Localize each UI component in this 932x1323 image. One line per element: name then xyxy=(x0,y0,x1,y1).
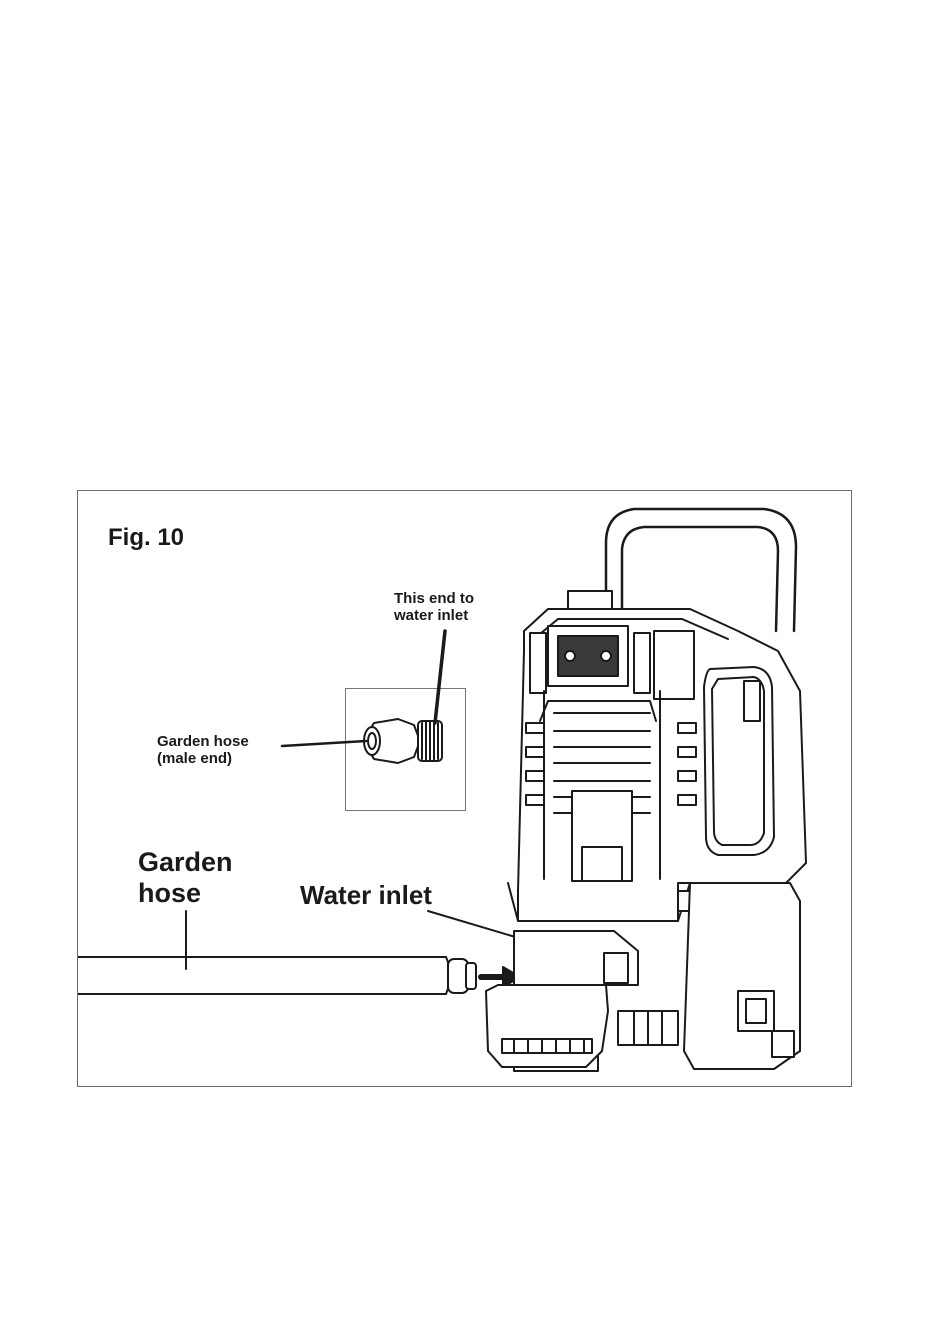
pressure-washer-illustration xyxy=(78,491,853,1088)
leader-line-male-end xyxy=(282,741,366,746)
figure-frame: Fig. 10 This end to water inlet Garden h… xyxy=(77,490,852,1087)
pressure-washer-body-icon xyxy=(486,509,806,1071)
garden-hose-icon xyxy=(78,957,476,994)
leader-line-this-end xyxy=(435,631,445,723)
hose-connector-detail-icon xyxy=(364,719,442,763)
